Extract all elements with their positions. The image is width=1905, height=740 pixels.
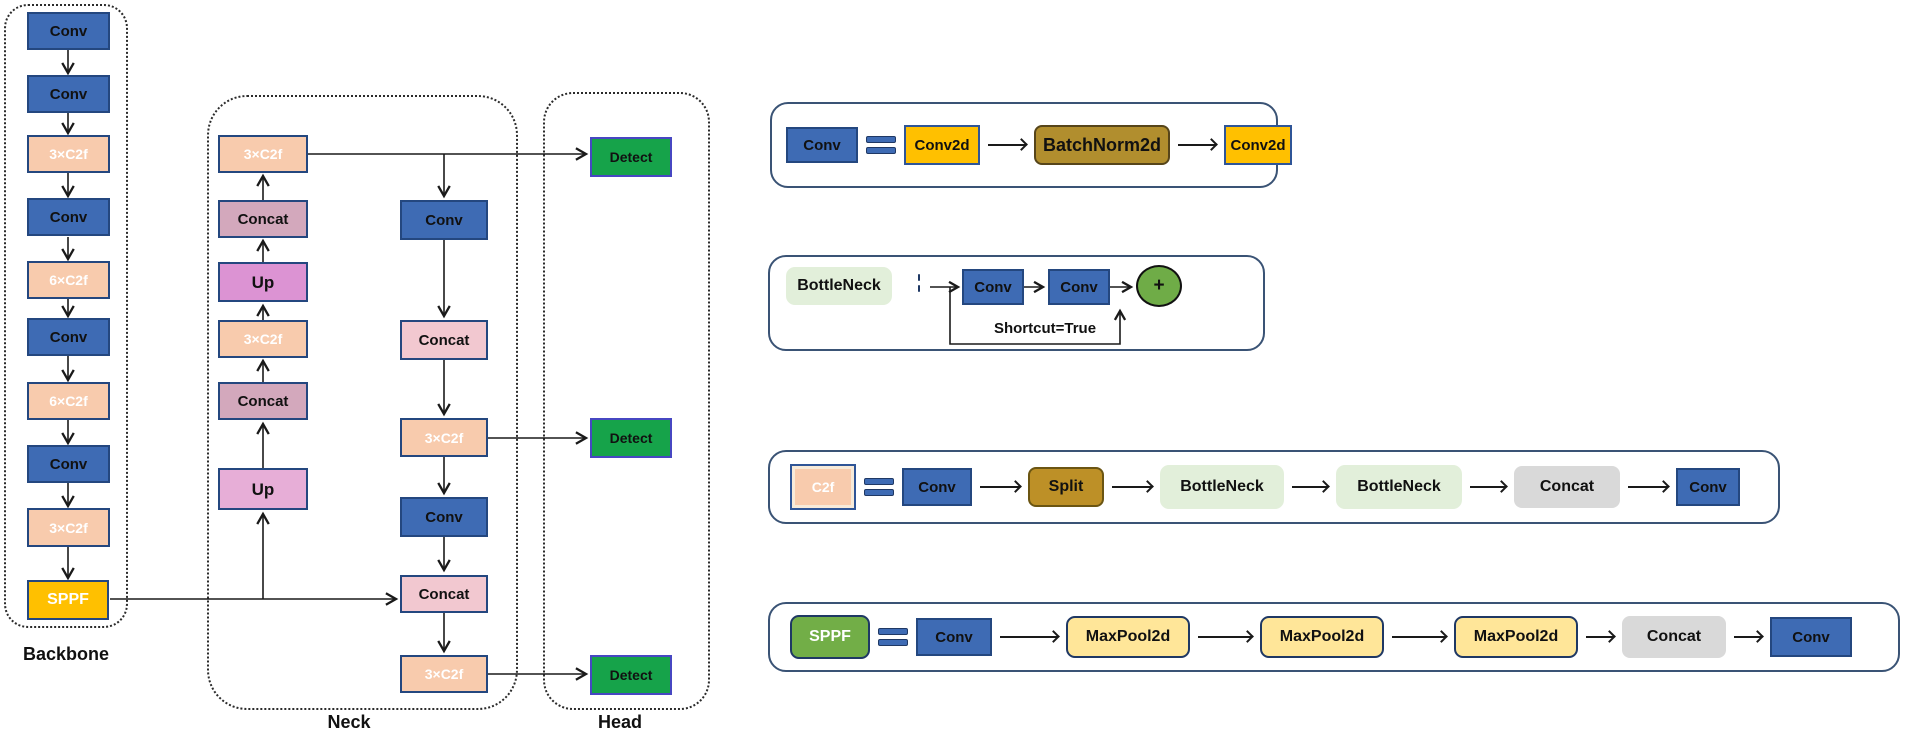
neck-left-concat-1: Concat (218, 200, 308, 238)
legend-c2f-bottleneck-1: BottleNeck (1160, 465, 1284, 509)
legend-c2f-conv-2: Conv (1676, 468, 1740, 506)
head-detect-2: Detect (590, 418, 672, 458)
arrow-right-icon (1198, 636, 1252, 638)
legend-sppf-concat: Concat (1622, 616, 1726, 658)
neck-right-c2f-2: 3×C2f (400, 655, 488, 693)
equals-icon (864, 478, 894, 496)
legend-plus-node: + (1136, 265, 1182, 307)
legend-sppf-row: SPPF Conv MaxPool2d MaxPool2d MaxPool2d … (768, 602, 1900, 672)
legend-sppf-term: SPPF (790, 615, 870, 659)
neck-right-concat-2: Concat (400, 575, 488, 613)
arrow-right-icon (1392, 636, 1446, 638)
backbone-c2f-1: 3×C2f (27, 135, 110, 173)
head-outline (543, 92, 710, 710)
arrow-right-icon (1734, 636, 1762, 638)
legend-c2f-conv-1: Conv (902, 468, 972, 506)
neck-label: Neck (327, 712, 371, 732)
neck-right-c2f-1: 3×C2f (400, 418, 488, 457)
legend-sppf-maxpool-2: MaxPool2d (1260, 616, 1384, 658)
equals-icon (866, 136, 896, 154)
legend-conv-term: Conv (786, 127, 858, 163)
legend-conv2d-1: Conv2d (904, 125, 980, 165)
legend-bottleneck-conv-2: Conv (1048, 269, 1110, 305)
legend-sppf-maxpool-3: MaxPool2d (1454, 616, 1578, 658)
arrow-right-icon (988, 144, 1026, 146)
equals-icon (904, 274, 934, 292)
head-detect-3: Detect (590, 655, 672, 695)
legend-conv-row: Conv Conv2d BatchNorm2d Conv2d (770, 102, 1292, 188)
legend-c2f-row: C2f Conv Split BottleNeck BottleNeck Con… (768, 450, 1780, 524)
legend-batchnorm2d: BatchNorm2d (1034, 125, 1170, 165)
arrow-right-icon (1586, 636, 1614, 638)
backbone-conv-3: Conv (27, 198, 110, 236)
legend-bottleneck-term: BottleNeck (786, 267, 892, 305)
neck-left-c2f-1: 3×C2f (218, 135, 308, 173)
backbone-c2f-4: 3×C2f (27, 508, 110, 547)
backbone-conv-5: Conv (27, 445, 110, 483)
legend-sppf-maxpool-1: MaxPool2d (1066, 616, 1190, 658)
equals-icon (878, 628, 908, 646)
legend-bottleneck-conv-1: Conv (962, 269, 1024, 305)
legend-c2f-term: C2f (790, 464, 856, 510)
arrow-right-icon (1000, 636, 1058, 638)
neck-right-conv-2: Conv (400, 497, 488, 537)
neck-right-conv-1: Conv (400, 200, 488, 240)
legend-c2f-concat: Concat (1514, 466, 1620, 508)
backbone-label: Backbone (22, 644, 110, 664)
backbone-conv-1: Conv (27, 12, 110, 50)
neck-left-up-1: Up (218, 262, 308, 302)
backbone-conv-2: Conv (27, 75, 110, 113)
shortcut-label: Shortcut=True (993, 320, 1097, 337)
legend-bottleneck-row: BottleNeck Conv Conv + Shortcut=True (768, 255, 1265, 351)
arrow-right-icon (1178, 144, 1216, 146)
legend-sppf-conv-1: Conv (916, 618, 992, 656)
legend-c2f-split: Split (1028, 467, 1104, 507)
head-detect-1: Detect (590, 137, 672, 177)
legend-sppf-conv-2: Conv (1770, 617, 1852, 657)
arrow-right-icon (1628, 486, 1668, 488)
head-label: Head (597, 712, 642, 732)
neck-left-concat-2: Concat (218, 382, 308, 420)
arrow-right-icon (1112, 486, 1152, 488)
neck-outline (207, 95, 518, 710)
legend-conv2d-2: Conv2d (1224, 125, 1292, 165)
arrow-right-icon (1292, 486, 1328, 488)
neck-left-up-2: Up (218, 468, 308, 510)
arrow-right-icon (1470, 486, 1506, 488)
legend-c2f-bottleneck-2: BottleNeck (1336, 465, 1462, 509)
backbone-c2f-3: 6×C2f (27, 382, 110, 420)
backbone-c2f-2: 6×C2f (27, 261, 110, 299)
backbone-conv-4: Conv (27, 318, 110, 356)
neck-left-c2f-2: 3×C2f (218, 320, 308, 358)
arrow-right-icon (980, 486, 1020, 488)
backbone-sppf: SPPF (27, 580, 109, 620)
backbone-outline (4, 4, 128, 628)
neck-right-concat-1: Concat (400, 320, 488, 360)
